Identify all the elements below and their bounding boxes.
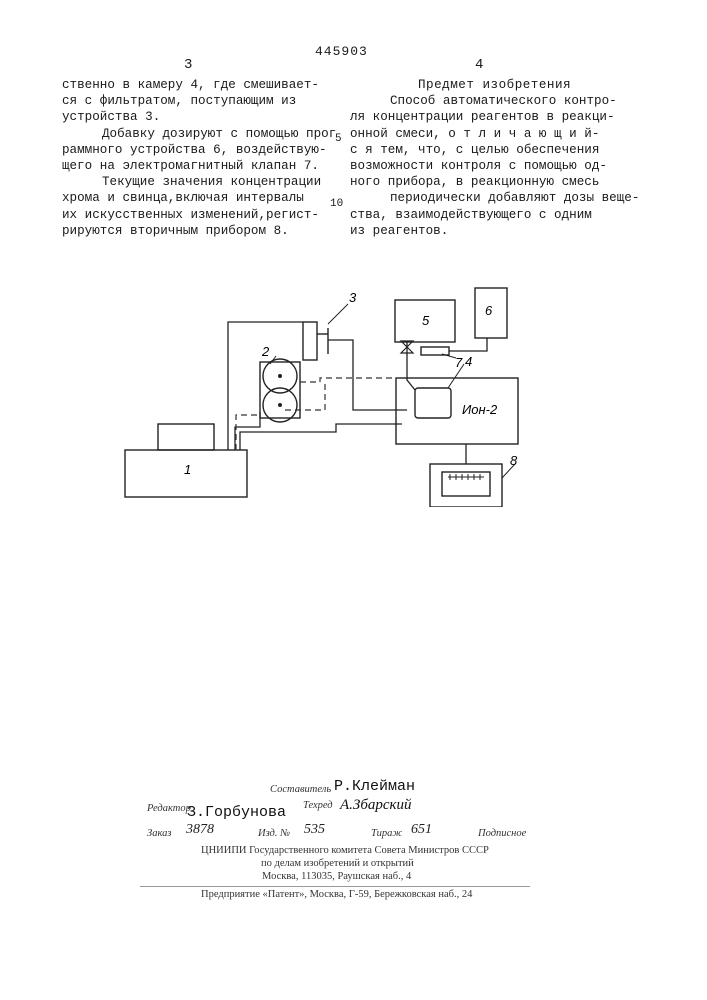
schematic-diagram: 1 2 3 4 5 6 7 8 Ион-2 bbox=[110, 282, 550, 507]
compiler-label: Составитель bbox=[270, 784, 331, 795]
label-8: 8 bbox=[510, 453, 518, 468]
label-1: 1 bbox=[184, 462, 191, 477]
text-line: устройства 3. bbox=[62, 109, 332, 125]
filter-3 bbox=[303, 322, 317, 360]
right-column: Предмет изобретения Способ автоматическо… bbox=[350, 77, 635, 239]
pump-2-frame bbox=[260, 362, 300, 418]
text-line: ного прибора, в реакционную смесь bbox=[350, 174, 635, 190]
text-line: Способ автоматического контро- bbox=[350, 93, 635, 109]
recorder-8-screen bbox=[442, 472, 490, 496]
printer-line: Предприятие «Патент», Москва, Г-59, Бере… bbox=[201, 889, 472, 900]
text-line: ственно в камеру 4, где смешивает- bbox=[62, 77, 332, 93]
line-number-5: 5 bbox=[335, 133, 342, 145]
compiler-name: Р.Клейман bbox=[334, 778, 415, 795]
label-2: 2 bbox=[261, 344, 270, 359]
text-line: периодически добавляют дозы веще- bbox=[350, 190, 635, 206]
editor-label: Редактор bbox=[147, 803, 191, 814]
label-5: 5 bbox=[422, 313, 430, 328]
text-line: Добавку дозируют с помощью прог bbox=[62, 126, 332, 142]
text-line: их искусственных изменений,регист- bbox=[62, 207, 332, 223]
section-heading: Предмет изобретения bbox=[350, 77, 635, 93]
techred-name: А.Збарский bbox=[340, 797, 412, 814]
valve-7-coil bbox=[421, 347, 449, 355]
text-line: с я тем, что, с целью обеспечения bbox=[350, 142, 635, 158]
issue-value: 535 bbox=[304, 822, 325, 838]
text-line: щего на электромагнитный клапан 7. bbox=[62, 158, 332, 174]
org-line-1: ЦНИИПИ Государственного комитета Совета … bbox=[201, 845, 489, 856]
org-line-2: по делам изобретений и открытий bbox=[261, 858, 414, 869]
recorder-8-outer bbox=[430, 464, 502, 507]
chamber-4 bbox=[415, 388, 451, 418]
text-line: ля концентрации реагентов в реакци- bbox=[350, 109, 635, 125]
page-number-left: 3 bbox=[184, 57, 192, 73]
footer-divider bbox=[140, 886, 530, 887]
text-line: раммного устройства 6, воздействую- bbox=[62, 142, 332, 158]
line-number-10: 10 bbox=[330, 198, 343, 210]
order-value: 3878 bbox=[186, 822, 214, 838]
org-line-3: Москва, 113035, Раушская наб., 4 bbox=[262, 871, 411, 882]
left-column: ственно в камеру 4, где смешивает- ся с … bbox=[62, 77, 332, 239]
text-line: хрома и свинца,включая интервалы bbox=[62, 190, 332, 206]
text-line: ства, взаимодействующего с одним bbox=[350, 207, 635, 223]
text-line: из реагентов. bbox=[350, 223, 635, 239]
print-run-label: Тираж bbox=[371, 828, 402, 839]
label-3: 3 bbox=[349, 290, 357, 305]
unit-1-top bbox=[158, 424, 214, 450]
subscription-note: Подписное bbox=[478, 828, 526, 839]
issue-label: Изд. № bbox=[258, 828, 290, 839]
editor-name: З.Горбунова bbox=[187, 804, 286, 821]
label-6: 6 bbox=[485, 303, 493, 318]
label-4: 4 bbox=[465, 354, 472, 369]
text-line: ся с фильтратом, поступающим из bbox=[62, 93, 332, 109]
text-line: возможности контроля с помощью од- bbox=[350, 158, 635, 174]
text-line: рируются вторичным прибором 8. bbox=[62, 223, 332, 239]
techred-label: Техред bbox=[303, 800, 333, 811]
text-line: Текущие значения концентрации bbox=[62, 174, 332, 190]
text-line: онной смеси, о т л и ч а ю щ и й- bbox=[350, 126, 635, 142]
label-7: 7 bbox=[455, 355, 463, 370]
page-number-right: 4 bbox=[475, 57, 483, 73]
print-run-value: 651 bbox=[411, 822, 432, 838]
order-label: Заказ bbox=[147, 828, 171, 839]
label-ion-2: Ион-2 bbox=[462, 402, 498, 417]
patent-number: 445903 bbox=[315, 44, 368, 59]
